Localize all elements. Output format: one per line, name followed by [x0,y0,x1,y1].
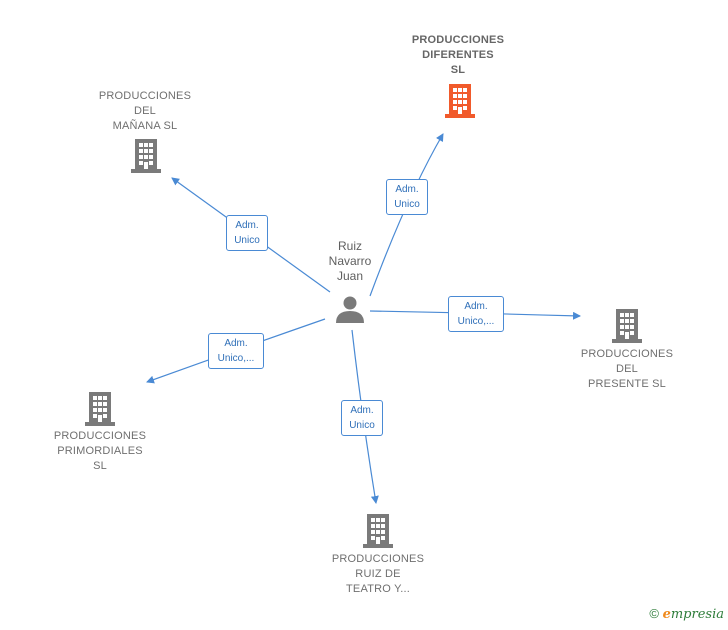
building-icon[interactable] [131,139,161,173]
person-name-label[interactable]: Ruiz Navarro Juan [328,239,372,283]
nodes-layer [85,84,642,548]
edges-layer [146,133,581,504]
person-icon[interactable] [336,296,364,324]
relation-label-primordiales[interactable]: Adm. Unico,... [208,333,264,369]
building-icon[interactable] [363,514,393,548]
footer-brand[interactable]: © empresia [649,606,724,622]
company-label-ruiz[interactable]: PRODUCCIONES RUIZ DE TEATRO Y... [331,553,425,595]
relation-label-diferentes[interactable]: Adm. Unico [386,179,428,215]
relation-label-manana[interactable]: Adm. Unico [226,215,268,251]
building-icon[interactable] [612,309,642,343]
relation-label-ruiz[interactable]: Adm. Unico [341,400,383,436]
building-icon[interactable] [445,84,475,118]
company-label-primordiales[interactable]: PRODUCCIONES PRIMORDIALES SL [53,430,147,472]
company-label-presente[interactable]: PRODUCCIONES DEL PRESENTE SL [580,348,674,390]
empresia-logo: empresia [662,607,724,622]
relation-label-presente[interactable]: Adm. Unico,... [448,296,504,332]
building-icon[interactable] [85,392,115,426]
company-label-diferentes[interactable]: PRODUCCIONES DIFERENTES SL [411,34,505,76]
copyright-symbol: © [649,606,659,621]
company-label-manana[interactable]: PRODUCCIONES DEL MAÑANA SL [98,90,192,132]
